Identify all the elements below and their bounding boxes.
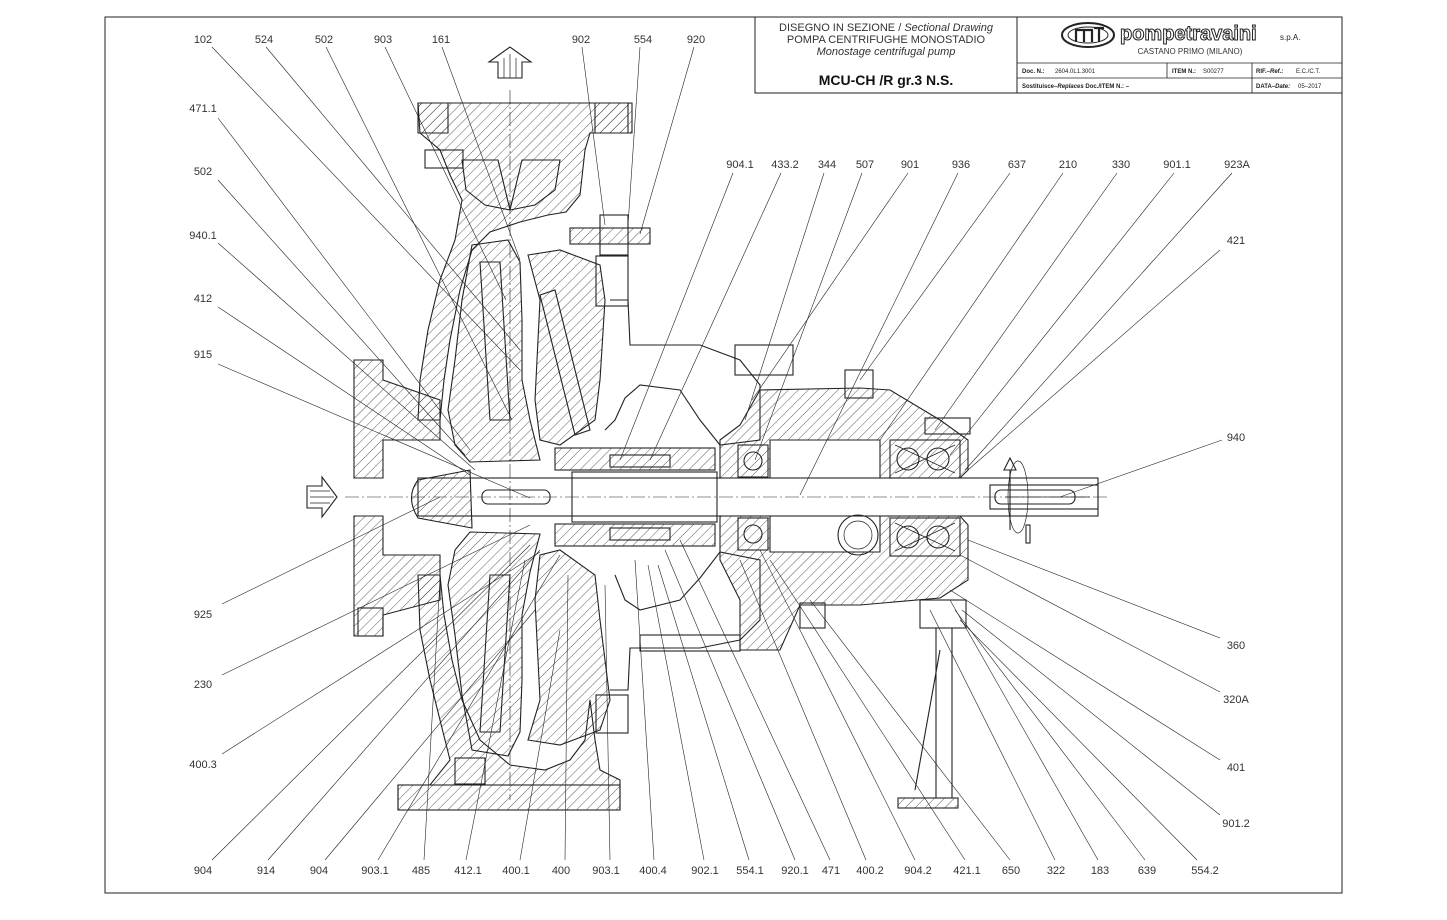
part-label: 412	[194, 293, 212, 305]
leader-lines	[211, 46, 1233, 861]
part-label: 940.1	[189, 230, 217, 242]
drawing-type-line: DISEGNO IN SEZIONE / Sectional Drawing	[779, 22, 994, 34]
rotation-direction-icon	[1003, 456, 1031, 544]
part-label: 230	[194, 679, 212, 691]
part-label: 637	[1008, 159, 1026, 171]
ball-bearings	[737, 439, 961, 557]
brand-suffix: s.p.A.	[1280, 33, 1300, 42]
model-code: MCU-CH /R gr.3 N.S.	[819, 72, 954, 88]
part-label: 901	[901, 159, 919, 171]
replaces-label: Sostituisce–Replaces Doc./ITEM N.: –	[1022, 84, 1130, 90]
ref-label: RIF.–Ref.:	[1256, 69, 1283, 75]
part-label: 650	[1002, 865, 1020, 877]
part-label: 902	[572, 34, 590, 46]
part-label: 502	[194, 166, 212, 178]
part-label: 400	[552, 865, 570, 877]
date-value: 05–2017	[1298, 84, 1322, 90]
discharge-flow-arrow-icon	[487, 46, 533, 79]
part-label: 554.2	[1191, 865, 1219, 877]
part-label: 400.1	[502, 865, 530, 877]
part-label: 471	[822, 865, 840, 877]
part-label: 502	[315, 34, 333, 46]
item-label: ITEM N.:	[1172, 69, 1196, 75]
part-label: 400.3	[189, 759, 217, 771]
part-label: 903.1	[361, 865, 389, 877]
part-label: 210	[1059, 159, 1077, 171]
part-label: 920	[687, 34, 705, 46]
item-value: S00277	[1203, 69, 1224, 75]
ref-value: E.C./C.T.	[1296, 69, 1320, 75]
part-label: 925	[194, 609, 212, 621]
part-label: 412.1	[454, 865, 482, 877]
part-label: 433.2	[771, 159, 799, 171]
part-label: 901.2	[1222, 818, 1250, 830]
part-label: 161	[432, 34, 450, 46]
part-label: 183	[1091, 865, 1109, 877]
part-label: 940	[1227, 432, 1245, 444]
company-logo-icon	[1061, 22, 1115, 48]
part-label: 554.1	[736, 865, 764, 877]
part-label: 400.4	[639, 865, 667, 877]
part-label: 330	[1112, 159, 1130, 171]
title-block: DISEGNO IN SEZIONE / Sectional Drawing P…	[754, 16, 1343, 94]
brand-name: pompetravaini	[1120, 23, 1257, 45]
doc-value: 2604.0L1.3001	[1055, 69, 1096, 75]
part-label: 554	[634, 34, 652, 46]
part-label: 639	[1138, 865, 1156, 877]
part-label: 902.1	[691, 865, 719, 877]
part-label: 914	[257, 865, 275, 877]
part-label: 360	[1227, 640, 1245, 652]
part-label: 923A	[1224, 159, 1250, 171]
part-label: 904	[194, 865, 212, 877]
part-label: 524	[255, 34, 273, 46]
part-label: 344	[818, 159, 836, 171]
part-label: 903	[374, 34, 392, 46]
part-label: 920.1	[781, 865, 809, 877]
part-label: 901.1	[1163, 159, 1191, 171]
part-label: 507	[856, 159, 874, 171]
part-label: 102	[194, 34, 212, 46]
part-label: 421	[1227, 235, 1245, 247]
drawing-frame	[104, 16, 1343, 894]
pump-type-italian: POMPA CENTRIFUGHE MONOSTADIO	[787, 34, 986, 46]
part-label: 471.1	[189, 103, 217, 115]
part-label: 322	[1047, 865, 1065, 877]
impeller-key	[481, 489, 551, 505]
suction-flow-arrow-icon	[306, 475, 338, 519]
part-label: 421.1	[953, 865, 981, 877]
part-label: 400.2	[856, 865, 884, 877]
pump-cross-section	[306, 46, 1110, 811]
pump-type-english: Monostage centrifugal pump	[817, 46, 956, 58]
part-label: 903.1	[592, 865, 620, 877]
part-label: 915	[194, 349, 212, 361]
coupling-key	[994, 489, 1076, 505]
date-label: DATA–Date:	[1256, 84, 1290, 90]
doc-label: Doc. N.:	[1022, 69, 1045, 75]
part-labels: 102 524 502 903 161 902 554 920 471.1 50…	[189, 34, 1250, 877]
part-label: 320A	[1223, 694, 1249, 706]
part-label: 904.2	[904, 865, 932, 877]
part-label: 904	[310, 865, 328, 877]
part-label: 936	[952, 159, 970, 171]
company-city: CASTANO PRIMO (MILANO)	[1138, 47, 1243, 56]
part-label: 401	[1227, 762, 1245, 774]
part-label: 904.1	[726, 159, 754, 171]
part-label: 485	[412, 865, 430, 877]
